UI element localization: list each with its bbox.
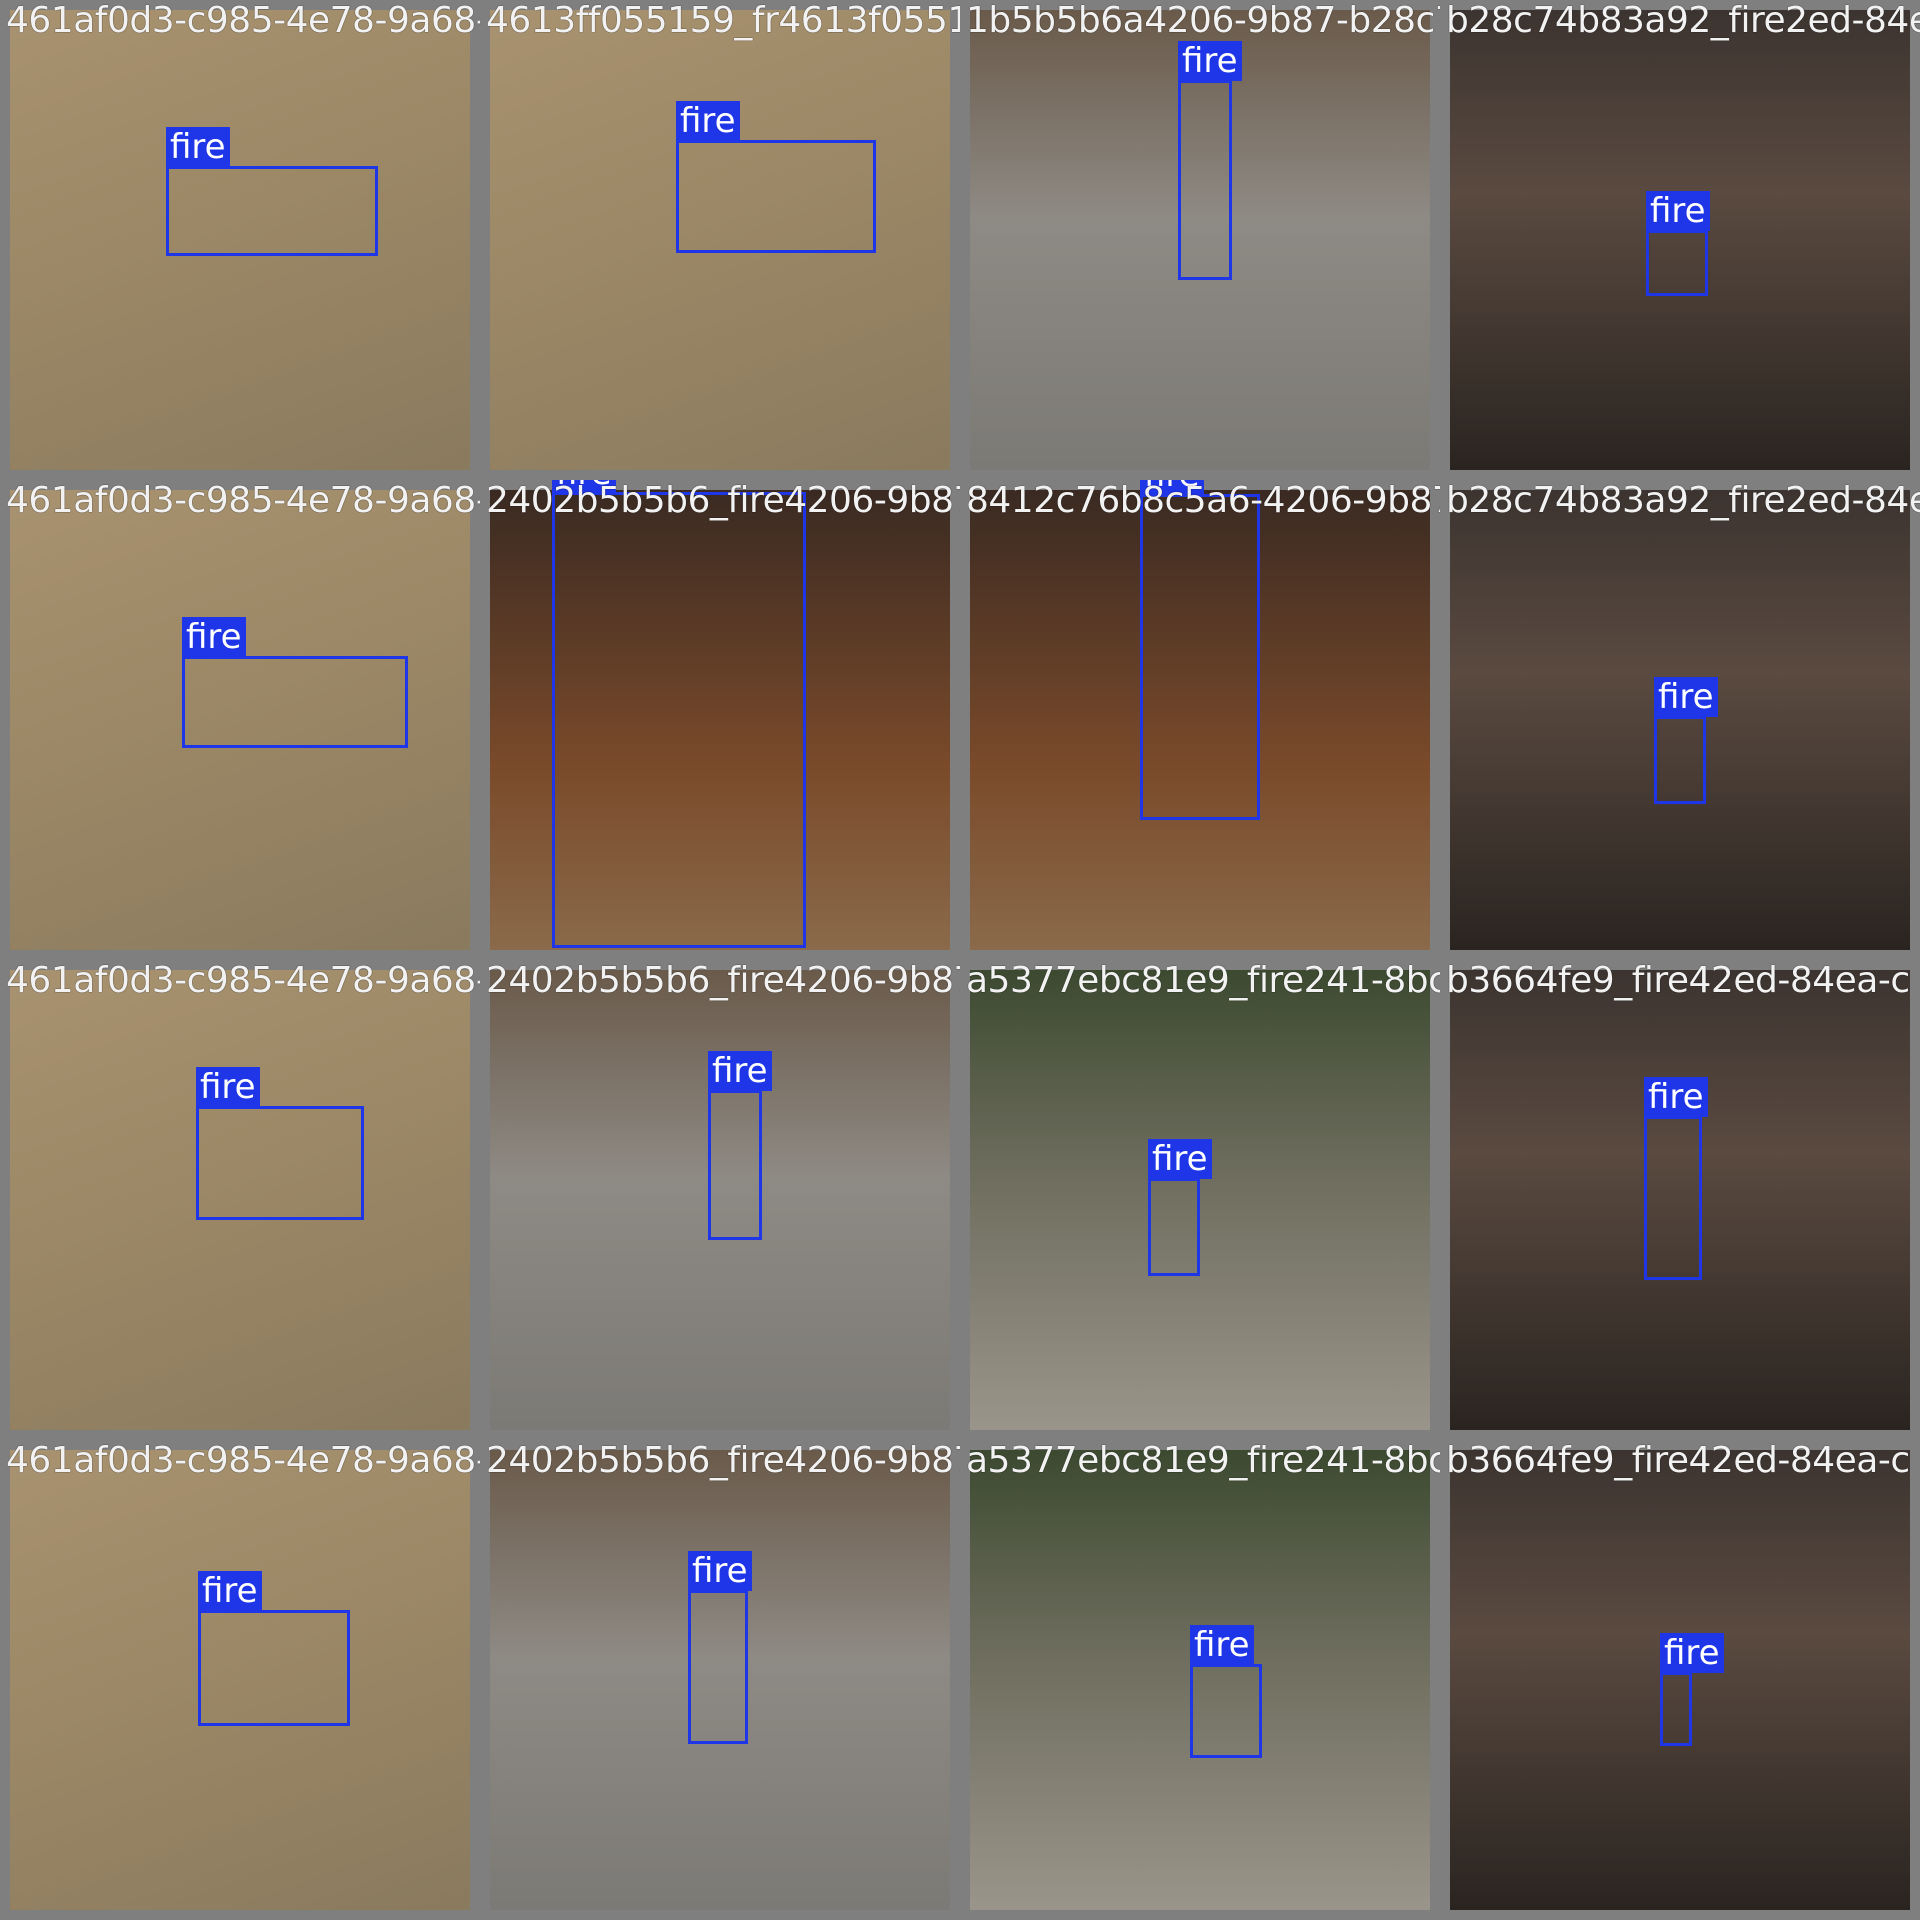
tile-filename: 461af0d3-c985-4e78-9a68-2461af0d3-c985-4… — [6, 960, 480, 1001]
detection-label: fire — [1148, 1139, 1212, 1179]
image-tile: 1b5b5b6a4206-9b87-b28c74b83a92_firefire — [960, 0, 1440, 480]
tile-filename: 461af0d3-c985-4e78-9a68-2461af0d3-c985-4… — [6, 480, 480, 521]
image-tile: 461af0d3-c985-4e78-9a68-2461af0d3-c985-4… — [0, 480, 480, 960]
detection-label: fire — [1644, 1077, 1708, 1117]
image-tile: 461af0d3-c985-4e78-9a68-2461af0d3-c985-4… — [0, 1440, 480, 1920]
tile-filename: b28c74b83a92_fire2ed-84ea-c — [1446, 480, 1920, 521]
detection-box: fire — [1148, 1139, 1212, 1276]
tile-filename: b3664fe9_fire42ed-84ea-c — [1446, 960, 1910, 1001]
tile-filename: 461af0d3-c985-4e78-9a68-2461af0d3-c985-4… — [6, 1440, 480, 1481]
detection-label: fire — [1646, 191, 1710, 231]
scene-image — [970, 1450, 1430, 1910]
detection-label: fire — [1178, 41, 1242, 81]
detection-label: fire — [196, 1067, 260, 1107]
scene-image — [490, 970, 950, 1430]
scene-image — [10, 970, 470, 1430]
tile-filename: 461af0d3-c985-4e78-9a68-2461af0d3-c985-4… — [6, 0, 480, 41]
scene-image — [970, 10, 1430, 470]
detection-box: fire — [1178, 41, 1242, 280]
image-tile: 461af0d3-c985-4e78-9a68-2461af0d3-c985-4… — [0, 0, 480, 480]
detection-label: fire — [1660, 1633, 1724, 1673]
detection-box: fire — [166, 127, 378, 256]
tile-filename: a5377ebc81e9_fire241-8bc1-7 — [966, 1440, 1440, 1481]
tile-filename: 2402b5b5b6_fire4206-9b87-a — [486, 1440, 960, 1481]
detection-box: fire — [1140, 480, 1260, 820]
tile-filename: b3664fe9_fire42ed-84ea-c — [1446, 1440, 1910, 1481]
scene-image — [10, 490, 470, 950]
detection-label: fire — [1140, 480, 1204, 495]
tile-filename: 2402b5b5b6_fire4206-9b87-b — [486, 480, 960, 521]
scene-image — [490, 1450, 950, 1910]
tile-filename: 8412c76b8c5a6-4206-9b87-b28c — [966, 480, 1440, 521]
scene-image — [10, 1450, 470, 1910]
image-tile: 461af0d3-c985-4e78-9a68-2461af0d3-c985-4… — [0, 960, 480, 1440]
scene-image — [1450, 1450, 1910, 1910]
image-tile: a5377ebc81e9_fire241-8bc1-7fire — [960, 960, 1440, 1440]
detection-box: fire — [688, 1551, 752, 1744]
tile-filename: b28c74b83a92_fire2ed-84ea-c — [1446, 0, 1920, 41]
detection-label: fire — [708, 1051, 772, 1091]
detection-box: fire — [198, 1571, 350, 1726]
tile-filename: 4613ff055159_fr4613f055159_fr4e78-9a68-2 — [486, 0, 960, 41]
detection-box: fire — [1644, 1077, 1708, 1280]
detection-box: fire — [1190, 1625, 1262, 1758]
detection-label: fire — [688, 1551, 752, 1591]
scene-image — [490, 490, 950, 950]
detection-label: fire — [1190, 1625, 1254, 1665]
detection-box: fire — [676, 101, 876, 253]
scene-image — [1450, 10, 1910, 470]
detection-box: fire — [552, 480, 806, 948]
scene-image — [10, 10, 470, 470]
detection-label: fire — [1654, 677, 1718, 717]
tile-filename: 1b5b5b6a4206-9b87-b28c74b83a92_fire — [966, 0, 1440, 41]
scene-image — [1450, 970, 1910, 1430]
detection-box: fire — [1646, 191, 1710, 296]
detection-box: fire — [196, 1067, 364, 1220]
tile-filename: 2402b5b5b6_fire4206-9b87-a — [486, 960, 960, 1001]
scene-image — [970, 490, 1430, 950]
detection-box: fire — [1660, 1633, 1724, 1746]
detection-box: fire — [1654, 677, 1718, 804]
image-tile: a5377ebc81e9_fire241-8bc1-7fire — [960, 1440, 1440, 1920]
tile-filename: a5377ebc81e9_fire241-8bc1-7 — [966, 960, 1440, 1001]
detection-label: fire — [166, 127, 230, 167]
scene-image — [970, 970, 1430, 1430]
image-tile: 2402b5b5b6_fire4206-9b87-bfire — [480, 480, 960, 960]
detection-label: fire — [182, 617, 246, 657]
detection-label: fire — [676, 101, 740, 141]
detection-box: fire — [182, 617, 408, 748]
detection-label: fire — [198, 1571, 262, 1611]
image-tile: 4613ff055159_fr4613f055159_fr4e78-9a68-2… — [480, 0, 960, 480]
scene-image — [1450, 490, 1910, 950]
detection-label: fire — [552, 480, 616, 493]
detection-box: fire — [708, 1051, 772, 1240]
